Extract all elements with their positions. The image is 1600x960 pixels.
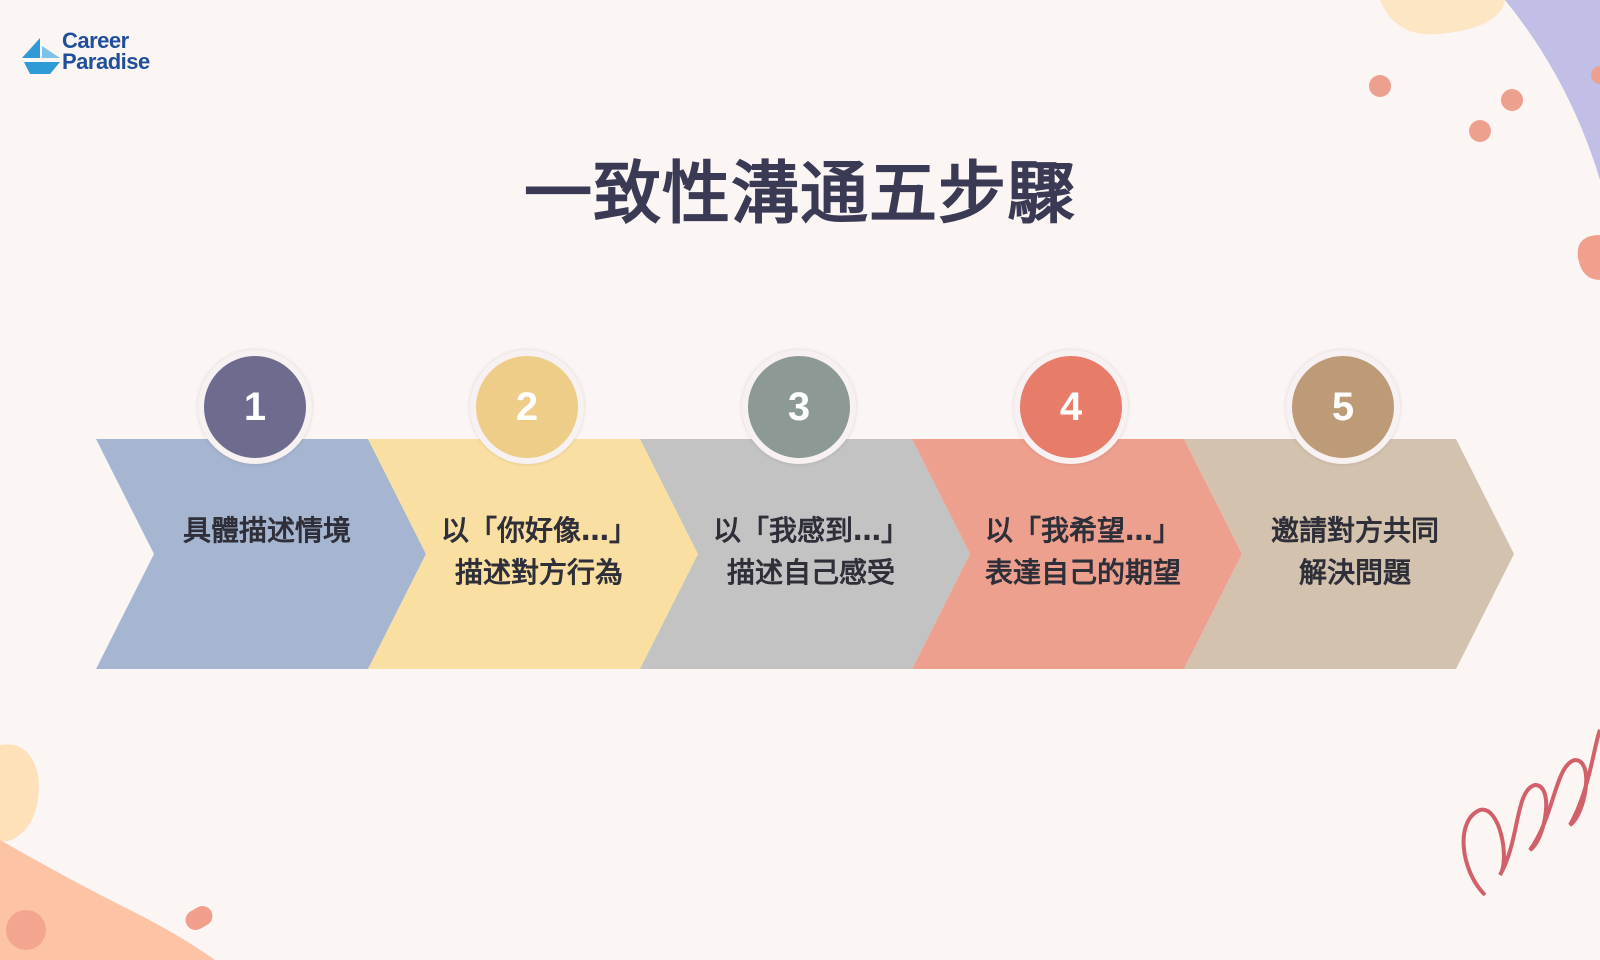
step-label-4: 以「我希望…」 表達自己的期望 xyxy=(984,514,1181,589)
dot-3 xyxy=(1469,120,1491,142)
step-badge-1: 1 xyxy=(198,350,312,464)
blob-right-salmon xyxy=(1577,235,1600,280)
logo-line-1: Career xyxy=(62,28,129,53)
step-arrow-2 xyxy=(368,439,698,669)
step-arrow-shape-3 xyxy=(640,439,970,669)
logo-line-2: Paradise xyxy=(62,49,150,74)
page-title: 一致性溝通五步驟 xyxy=(523,155,1076,234)
sail-logo-icon xyxy=(22,38,60,74)
step-badge-3: 3 xyxy=(742,350,856,464)
step-badge-2: 2 xyxy=(470,350,584,464)
step-arrow-3 xyxy=(640,439,970,669)
step-arrow-shape-2 xyxy=(368,439,698,669)
step-label-3: 以「我感到…」 描述自己感受 xyxy=(712,514,909,589)
step-arrow-shape-5 xyxy=(1184,439,1514,669)
step-label-2: 以「你好像…」 描述對方行為 xyxy=(440,514,637,589)
dot-6 xyxy=(185,906,213,930)
dot-4 xyxy=(1591,66,1600,84)
step-badge-5: 5 xyxy=(1286,350,1400,464)
career-paradise-logo: Career Paradise xyxy=(20,28,180,76)
step-arrow-1 xyxy=(96,439,426,669)
step-badge-4: 4 xyxy=(1014,350,1128,464)
dot-2 xyxy=(1501,89,1523,111)
blob-top-right-lavender xyxy=(1505,0,1600,180)
step-label-5: 邀請對方共同 解決問題 xyxy=(1270,514,1439,589)
step-arrow-4 xyxy=(912,439,1242,669)
dot-1 xyxy=(1369,75,1391,97)
step-arrow-shape-4 xyxy=(912,439,1242,669)
dot-5 xyxy=(6,910,46,950)
blob-top-right-yellow xyxy=(1380,0,1505,35)
blob-bottom-left-peach xyxy=(0,840,215,960)
step-arrow-shape-1 xyxy=(96,439,426,669)
blob-bottom-left-yellow xyxy=(0,744,39,842)
step-arrow-5 xyxy=(1184,439,1514,669)
step-label-1: 具體描述情境 xyxy=(182,514,351,547)
squiggle xyxy=(1461,729,1600,897)
